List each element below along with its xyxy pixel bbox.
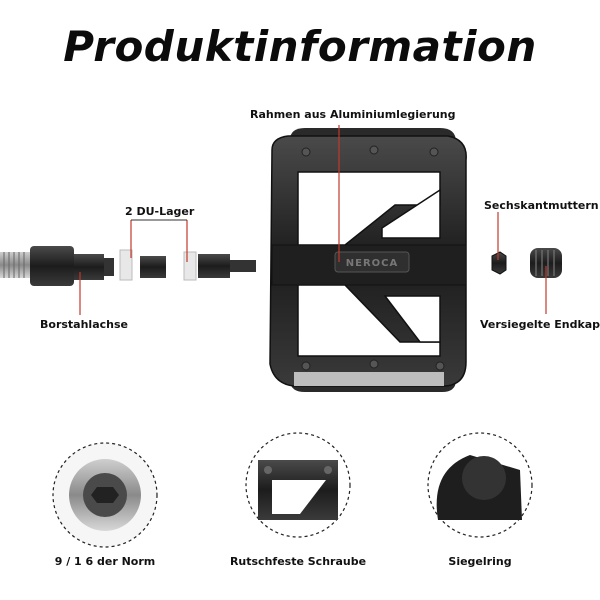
nuts-label: Sechskantmuttern: [484, 199, 599, 212]
screw-caption: Rutschfeste Schraube: [229, 555, 367, 568]
thread-caption: 9 / 1 6 der Norm: [54, 555, 156, 568]
thread-detail: [52, 442, 158, 548]
endcap-label: Versiegelte Endkappe: [480, 318, 600, 331]
bearing-label: 2 DU-Lager: [125, 205, 195, 218]
hex-nut: [491, 251, 507, 275]
screw-detail: [245, 432, 351, 538]
axle-label: Borstahlachse: [40, 318, 128, 331]
du-bearings: [119, 249, 256, 281]
pedal-body: [269, 128, 467, 392]
brand-logo: NEROCA: [346, 258, 398, 269]
seal-caption: Siegelring: [448, 555, 512, 568]
page-title: Produktinformation: [63, 22, 537, 71]
end-cap: [530, 248, 562, 278]
steel-axle: [0, 246, 114, 286]
callout-lines: [79, 125, 547, 315]
frame-label: Rahmen aus Aluminiumlegierung: [250, 108, 456, 121]
seal-detail: [427, 432, 533, 538]
